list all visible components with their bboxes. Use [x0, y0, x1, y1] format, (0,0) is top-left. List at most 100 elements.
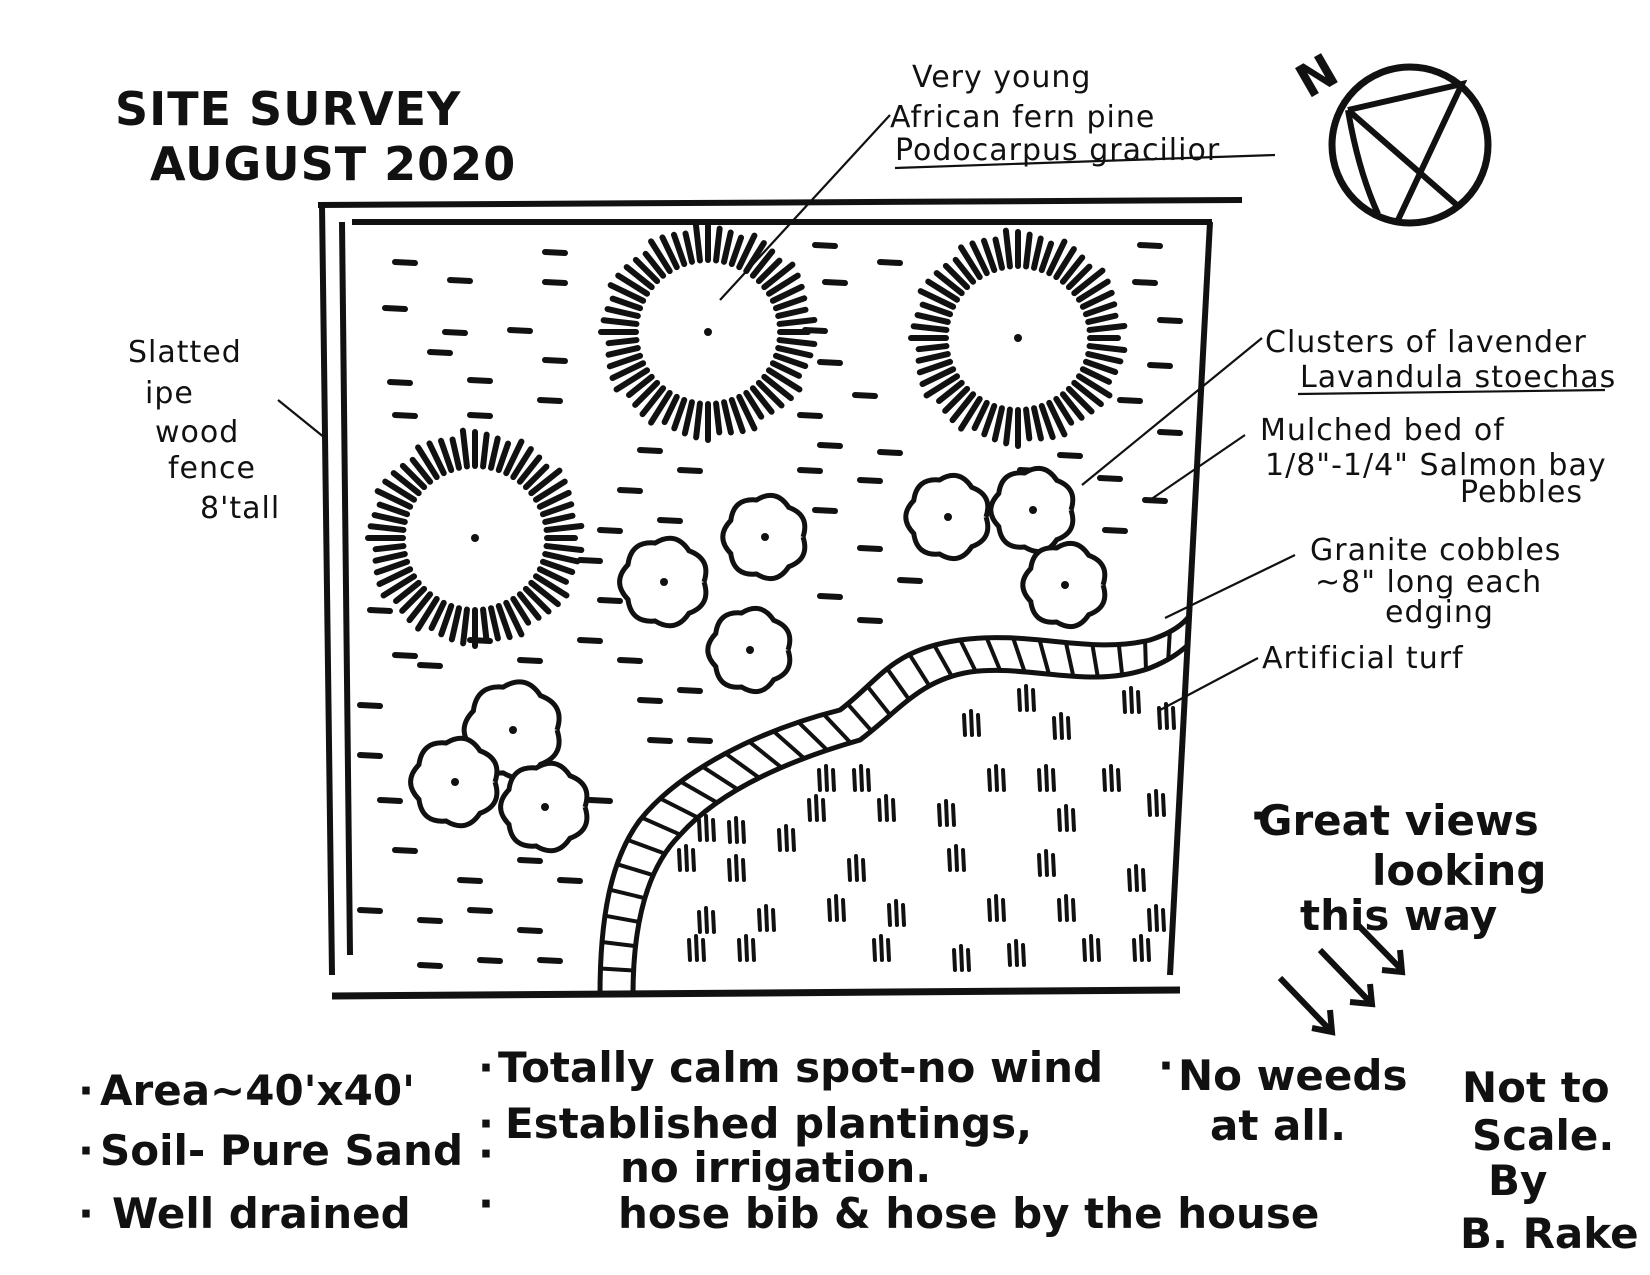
svg-text:·: ·: [478, 1043, 494, 1092]
turf-tuft: [777, 824, 796, 852]
turf-tuft: [872, 934, 891, 962]
svg-text:·: ·: [78, 1066, 94, 1115]
turf-tuft: [687, 934, 706, 962]
turf-tuft: [757, 904, 776, 932]
fern-pine-label-line-2: African fern pine: [890, 100, 1155, 135]
views-note-line-3: this way: [1300, 891, 1497, 940]
note-drainage: Well drained: [112, 1189, 411, 1238]
turf-tuft: [962, 709, 981, 737]
scale-note-line-3: By: [1488, 1156, 1547, 1205]
scale-note-line-2: Scale.: [1472, 1111, 1614, 1160]
cobbles-label: Granite cobbles ~8" long each edging: [1310, 533, 1561, 630]
turf-tuft: [987, 894, 1006, 922]
mulch-label: Mulched bed of 1/8"-1/4" Salmon bay Pebb…: [1260, 413, 1607, 510]
fence-label-line-3: wood: [155, 415, 239, 450]
turf-tuft: [1052, 712, 1071, 740]
mulch-label-line-2: 1/8"-1/4" Salmon bay: [1265, 448, 1607, 483]
turf-tuft: [947, 844, 966, 872]
svg-text:·: ·: [478, 1099, 494, 1148]
scale-note: Not to Scale. By B. Rake: [1460, 1063, 1639, 1258]
turf-tuft: [1007, 939, 1026, 967]
granite-cobble-edging: [597, 613, 1193, 996]
mulch-label-line-1: Mulched bed of: [1260, 413, 1505, 448]
fence-label-line-2: ipe: [145, 376, 194, 411]
notes-weeds: · No weeds at all.: [1158, 1041, 1407, 1150]
fern-pine-label: Very young African fern pine Podocarpus …: [890, 60, 1276, 170]
views-note-line-1: Great views: [1258, 796, 1539, 845]
turf-tuft: [952, 944, 971, 972]
turf-tuft: [697, 814, 716, 842]
lavender-cluster: [1020, 540, 1108, 630]
compass-label: N: [1287, 42, 1348, 109]
note-weeds-line-2: at all.: [1210, 1101, 1346, 1150]
note-wind: Totally calm spot-no wind: [498, 1043, 1103, 1092]
cobbles-label-line-1: Granite cobbles: [1310, 533, 1561, 568]
scale-note-line-1: Not to: [1462, 1063, 1610, 1112]
notes-left: · Area~40'x40' · Soil- Pure Sand · Well …: [78, 1066, 463, 1238]
svg-text:·: ·: [478, 1129, 494, 1178]
svg-text:·: ·: [1250, 791, 1266, 840]
turf-tuft: [937, 799, 956, 827]
fern-pine-tree: [908, 227, 1128, 449]
title-line-2: AUGUST 2020: [150, 137, 516, 191]
turf-tuft: [807, 794, 826, 822]
turf-tuft: [1127, 864, 1146, 892]
note-plantings: Established plantings,: [505, 1099, 1032, 1148]
turf-tuft: [817, 764, 836, 792]
note-weeds-line-1: No weeds: [1178, 1051, 1407, 1100]
cobbles-label-line-3: edging: [1385, 595, 1494, 630]
lavender-cluster: [720, 492, 808, 582]
lavender-label-line-1: Clusters of lavender: [1265, 325, 1587, 360]
lavender-cluster: [617, 535, 709, 629]
note-soil: Soil- Pure Sand: [100, 1126, 463, 1175]
views-note-line-2: looking: [1372, 846, 1546, 895]
leader-lines: [277, 114, 1296, 711]
turf-tuft: [1082, 934, 1101, 962]
lavender-cluster: [988, 465, 1076, 555]
lavender-cluster: [498, 760, 590, 854]
site-boundary: [317, 197, 1243, 1000]
svg-text:·: ·: [478, 1179, 494, 1228]
svg-text:·: ·: [1158, 1041, 1174, 1090]
turf-tuft: [1037, 764, 1056, 792]
lavender-clusters: [408, 465, 1108, 854]
svg-text:·: ·: [78, 1189, 94, 1238]
turf-tuft: [827, 894, 846, 922]
turf-tuft: [1157, 702, 1176, 730]
fern-pine-label-line-1: Very young: [912, 60, 1091, 95]
turf-tuft: [677, 844, 696, 872]
lavender-cluster: [903, 472, 991, 562]
lavender-cluster: [408, 735, 500, 829]
cobbles-label-line-2: ~8" long each: [1315, 565, 1542, 600]
fence-label: Slatted ipe wood fence 8'tall: [128, 335, 280, 526]
fence-label-line-4: fence: [168, 451, 256, 486]
svg-text:·: ·: [78, 1126, 94, 1175]
turf-tuft: [887, 899, 906, 927]
fence-label-line-1: Slatted: [128, 335, 242, 370]
turf-tuft: [1037, 849, 1056, 877]
mulch-label-line-3: Pebbles: [1460, 475, 1583, 510]
turf-tuft: [852, 764, 871, 792]
turf-tuft: [1057, 804, 1076, 832]
artificial-turf: [677, 684, 1176, 972]
scale-note-line-4: B. Rake: [1460, 1209, 1639, 1258]
note-irrigation: no irrigation.: [620, 1143, 931, 1192]
turf-tuft: [1122, 686, 1141, 714]
turf-tuft: [727, 854, 746, 882]
turf-tuft: [697, 906, 716, 934]
turf-tuft: [987, 764, 1006, 792]
north-arrow-icon: N: [1287, 42, 1492, 227]
lavender-cluster: [705, 605, 793, 695]
lavender-label: Clusters of lavender Lavandula stoechas: [1265, 325, 1616, 396]
fence-label-line-5: 8'tall: [200, 491, 280, 526]
title-line-1: SITE SURVEY: [115, 82, 461, 136]
fern-pine-tree: [365, 427, 585, 649]
view-direction-arrows-icon: [1277, 922, 1406, 1036]
notes-middle: · Totally calm spot-no wind · Establishe…: [478, 1043, 1319, 1238]
lavender-label-line-2: Lavandula stoechas: [1300, 360, 1616, 395]
turf-tuft: [1147, 904, 1166, 932]
turf-tuft: [737, 934, 756, 962]
fern-pine-trees: [365, 221, 1128, 649]
turf-label: Artificial turf: [1262, 641, 1464, 676]
